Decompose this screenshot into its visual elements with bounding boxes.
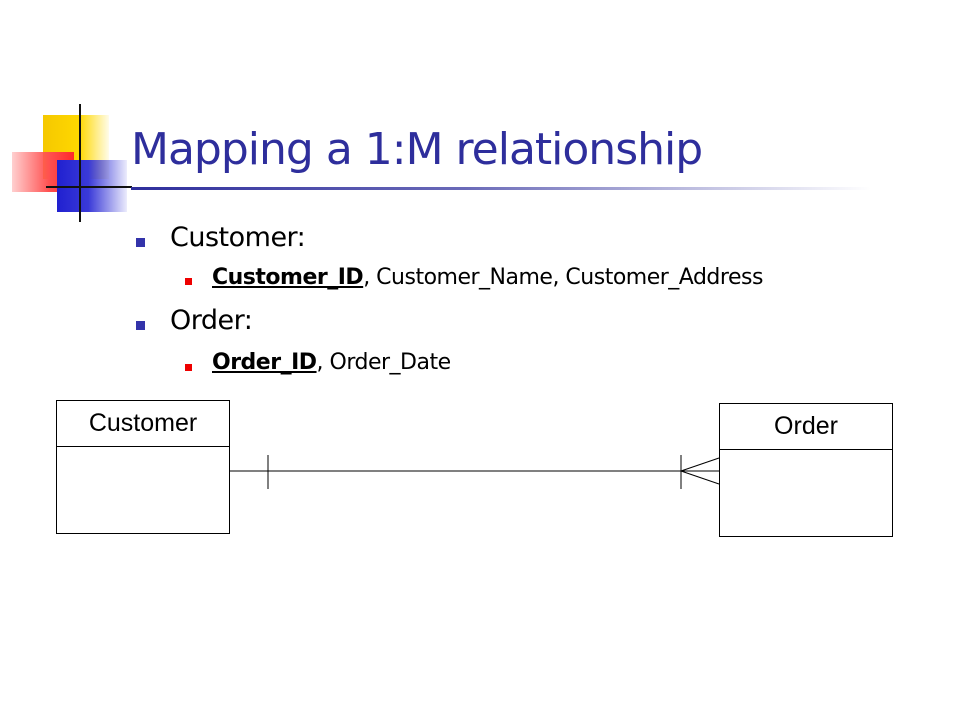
crowfoot-upper-prong xyxy=(680,457,720,472)
corner-logo xyxy=(0,0,140,230)
sub-bullet-order-attributes: Order_ID, Order_Date xyxy=(212,350,451,375)
sub-bullet-square-icon xyxy=(185,364,192,371)
bullet-square-icon xyxy=(136,238,145,247)
bullet-customer: Customer: xyxy=(170,222,306,253)
entity-order: Order xyxy=(719,403,893,537)
bullet-square-icon xyxy=(136,321,145,330)
customer-other-attributes: , Customer_Name, Customer_Address xyxy=(363,265,763,290)
primary-key-customer-id: Customer_ID xyxy=(212,265,364,290)
logo-vertical-line xyxy=(79,104,81,222)
crowfoot-lower-prong xyxy=(680,470,720,485)
entity-order-name: Order xyxy=(720,404,892,450)
title-underline xyxy=(131,187,871,190)
logo-horizontal-line xyxy=(46,186,132,188)
sub-bullet-customer-attributes: Customer_ID, Customer_Name, Customer_Add… xyxy=(212,265,763,290)
order-other-attributes: , Order_Date xyxy=(316,350,452,375)
primary-key-order-id: Order_ID xyxy=(212,350,317,375)
bullet-order: Order: xyxy=(170,305,253,336)
entity-customer-name: Customer xyxy=(57,401,229,447)
slide-title: Mapping a 1:M relationship xyxy=(131,124,703,175)
sub-bullet-square-icon xyxy=(185,278,192,285)
entity-customer: Customer xyxy=(56,400,230,534)
